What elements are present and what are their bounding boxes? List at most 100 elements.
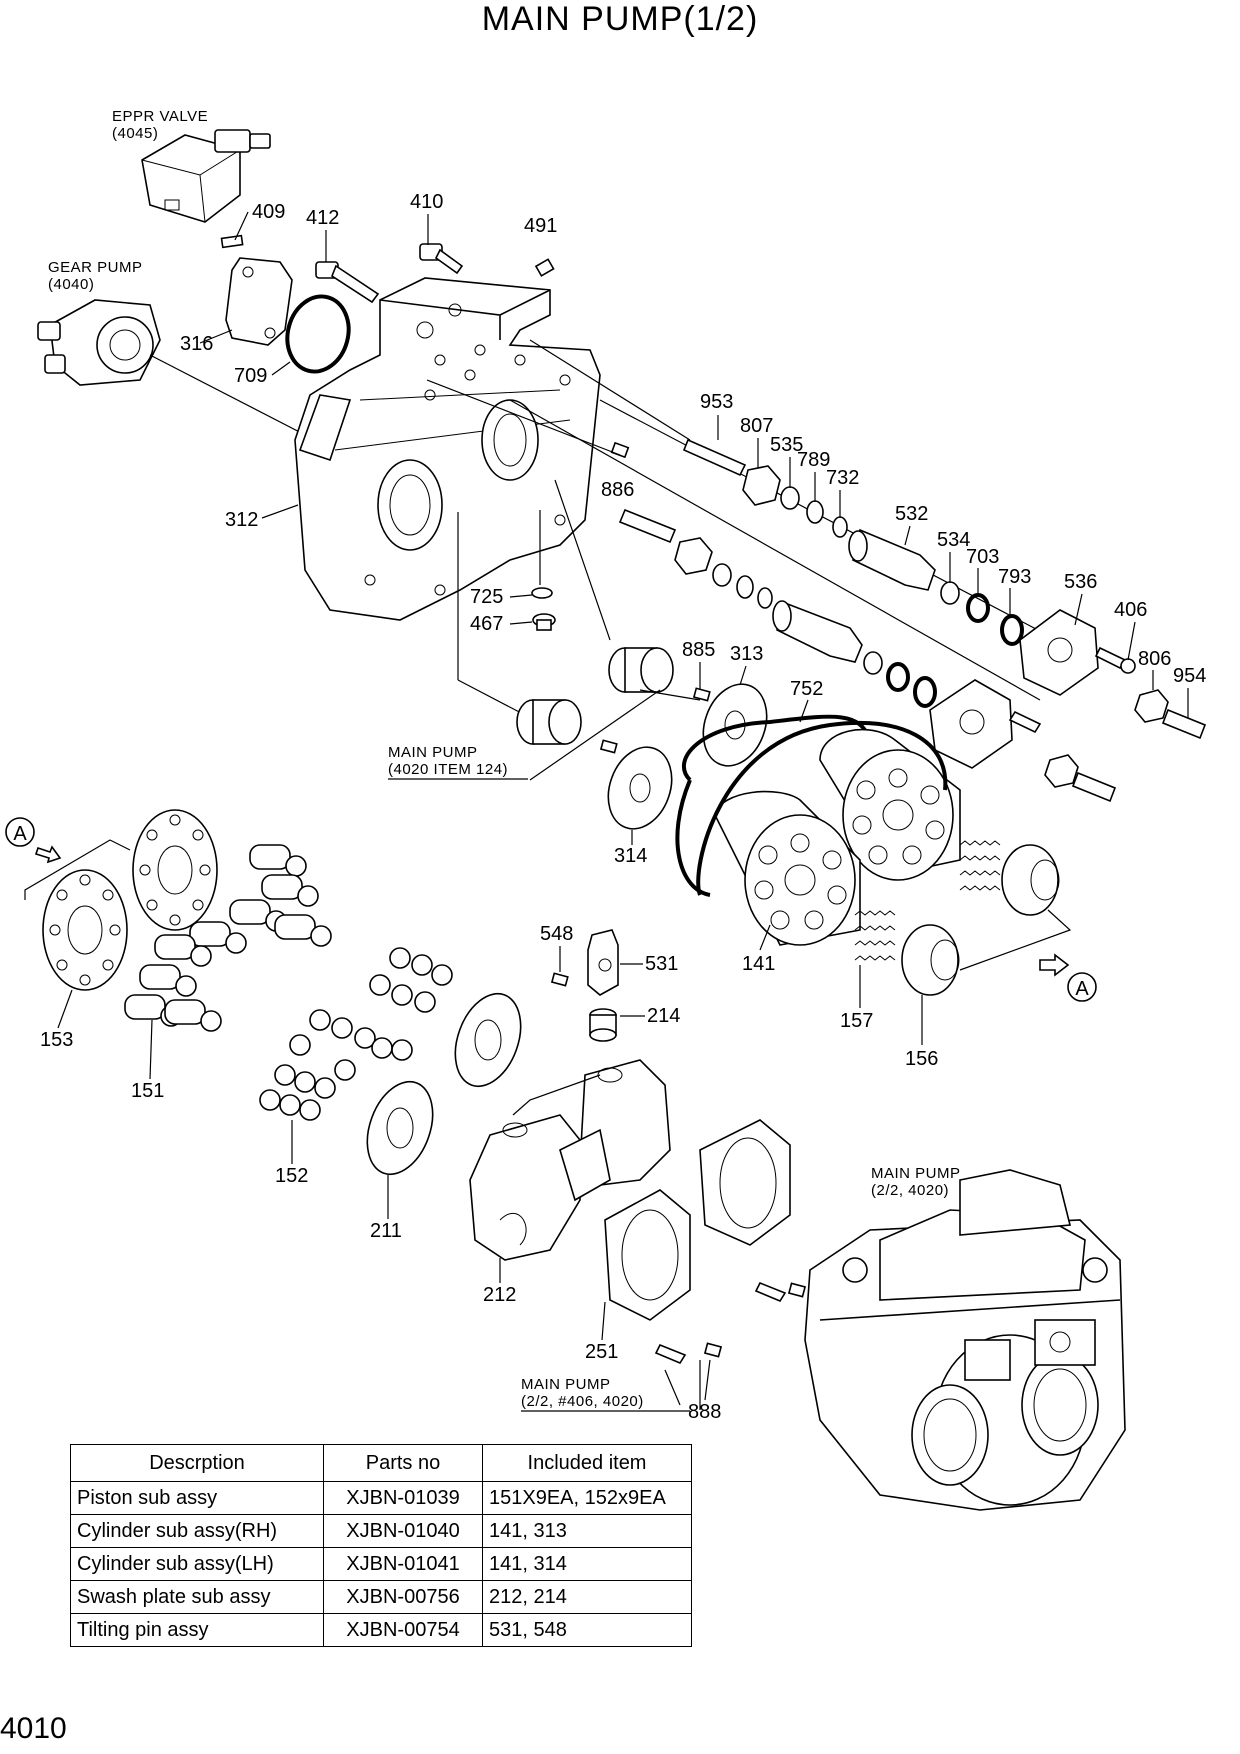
o-ring-793 bbox=[1000, 614, 1024, 646]
row-included-item: 212, 214 bbox=[482, 1580, 692, 1614]
swash-plate-212 bbox=[469, 1059, 671, 1261]
callout-535: 535 bbox=[770, 434, 803, 456]
row-parts-no: XJBN-01039 bbox=[323, 1481, 483, 1515]
callout-491: 491 bbox=[524, 215, 557, 237]
o-ring-732 bbox=[832, 516, 848, 538]
retainer-plate-rear bbox=[132, 809, 218, 931]
callout-807: 807 bbox=[740, 415, 773, 437]
eppr-valve-note-2: (4045) bbox=[112, 125, 158, 142]
view-marker-left-label: A bbox=[13, 823, 27, 845]
bolt-rear bbox=[754, 1281, 787, 1302]
callout-732: 732 bbox=[826, 467, 859, 489]
pin-888-rear bbox=[787, 1282, 807, 1298]
pin-548 bbox=[550, 972, 569, 987]
bolt-lower bbox=[1008, 710, 1042, 734]
callout-151: 151 bbox=[131, 1080, 164, 1102]
pin-885 bbox=[692, 687, 711, 702]
bolt-406 bbox=[1094, 646, 1136, 674]
stud-lower bbox=[618, 508, 677, 544]
row-included-item: 141, 313 bbox=[482, 1514, 692, 1548]
callout-313: 313 bbox=[730, 643, 763, 665]
callout-709: 709 bbox=[234, 365, 267, 387]
header-description: Descrption bbox=[70, 1444, 324, 1482]
nut-lower bbox=[674, 537, 713, 575]
callout-789: 789 bbox=[797, 449, 830, 471]
callout-953: 953 bbox=[700, 391, 733, 413]
gear-pump bbox=[37, 299, 161, 386]
bearing-upper bbox=[608, 647, 674, 693]
callout-141: 141 bbox=[742, 953, 775, 975]
row-parts-no: XJBN-00756 bbox=[323, 1580, 483, 1614]
row-parts-no: XJBN-01040 bbox=[323, 1514, 483, 1548]
row-description: Cylinder sub assy(RH) bbox=[70, 1514, 324, 1548]
callout-703: 703 bbox=[966, 546, 999, 568]
cover-lower bbox=[929, 679, 1013, 769]
callout-725: 725 bbox=[470, 586, 503, 608]
view-arrow-left bbox=[34, 845, 62, 864]
callout-214: 214 bbox=[647, 1005, 680, 1027]
plate-316 bbox=[225, 257, 293, 346]
main-pump-4020-note-1: MAIN PUMP bbox=[871, 1165, 961, 1182]
callout-316: 316 bbox=[180, 333, 213, 355]
cover-536 bbox=[1019, 609, 1099, 696]
main-pump-406-note-2: (2/2, #406, 4020) bbox=[521, 1393, 644, 1410]
plate-211 bbox=[366, 1080, 434, 1176]
stud-954 bbox=[1161, 708, 1207, 740]
gear-pump-note-1: GEAR PUMP bbox=[48, 259, 143, 276]
valve-plate-314 bbox=[607, 746, 673, 830]
spherical-bushing-156 bbox=[901, 924, 960, 996]
stud-lower-2 bbox=[1071, 771, 1117, 803]
plug-491 bbox=[534, 258, 555, 277]
spool-532 bbox=[848, 528, 936, 591]
table-row: Cylinder sub assy(LH) XJBN-01041 141, 31… bbox=[70, 1547, 692, 1581]
cylinder-block-rear bbox=[819, 728, 961, 881]
washer-534 bbox=[940, 581, 960, 605]
row-included-item: 141, 314 bbox=[482, 1547, 692, 1581]
callout-885: 885 bbox=[682, 639, 715, 661]
main-pump-4020-note-2: (2/2, 4020) bbox=[871, 1182, 949, 1199]
o-ring-lower-1 bbox=[736, 575, 754, 599]
nut-806 bbox=[1134, 689, 1169, 723]
bushing-214 bbox=[589, 1008, 617, 1042]
callout-251: 251 bbox=[585, 1341, 618, 1363]
nut-lower-2 bbox=[1044, 754, 1079, 788]
gear-pump-note-2: (4040) bbox=[48, 276, 94, 293]
callout-312: 312 bbox=[225, 509, 258, 531]
washer-535 bbox=[780, 486, 800, 510]
callout-534: 534 bbox=[937, 529, 970, 551]
callout-467: 467 bbox=[470, 613, 503, 635]
callout-412: 412 bbox=[306, 207, 339, 229]
main-pump-124-note-1: MAIN PUMP bbox=[388, 744, 478, 761]
callout-806: 806 bbox=[1138, 648, 1171, 670]
plug-467 bbox=[532, 613, 556, 631]
main-pump-406-note-1: MAIN PUMP bbox=[521, 1376, 611, 1393]
table-row: Piston sub assy XJBN-01039 151X9EA, 152x… bbox=[70, 1481, 692, 1515]
callout-314: 314 bbox=[614, 845, 647, 867]
bolt-251 bbox=[654, 1343, 687, 1364]
callout-409: 409 bbox=[252, 201, 285, 223]
washer-lower bbox=[712, 563, 732, 587]
row-included-item: 531, 548 bbox=[482, 1613, 692, 1647]
row-description: Tilting pin assy bbox=[70, 1613, 324, 1647]
header-parts-no: Parts no bbox=[323, 1444, 483, 1482]
bolt-409 bbox=[220, 234, 244, 249]
page-title: MAIN PUMP(1/2) bbox=[481, 0, 759, 38]
view-marker-right bbox=[1067, 972, 1097, 1002]
assembled-main-pump bbox=[804, 1169, 1126, 1511]
stud-953 bbox=[682, 438, 747, 477]
o-ring-lower-2 bbox=[757, 587, 773, 609]
callout-212: 212 bbox=[483, 1284, 516, 1306]
eppr-valve bbox=[141, 129, 271, 223]
o-ring-lower-4 bbox=[913, 676, 937, 708]
o-ring-789 bbox=[806, 500, 824, 524]
cylinder-block-141 bbox=[714, 790, 861, 946]
o-ring-lower-3 bbox=[886, 662, 910, 692]
spherical-bushing-upper bbox=[1001, 844, 1060, 916]
callout-954: 954 bbox=[1173, 665, 1206, 687]
header-included-item: Included item bbox=[482, 1444, 692, 1482]
view-marker-right-label: A bbox=[1075, 978, 1089, 1000]
callout-548: 548 bbox=[540, 923, 573, 945]
bolt-410 bbox=[419, 243, 464, 275]
